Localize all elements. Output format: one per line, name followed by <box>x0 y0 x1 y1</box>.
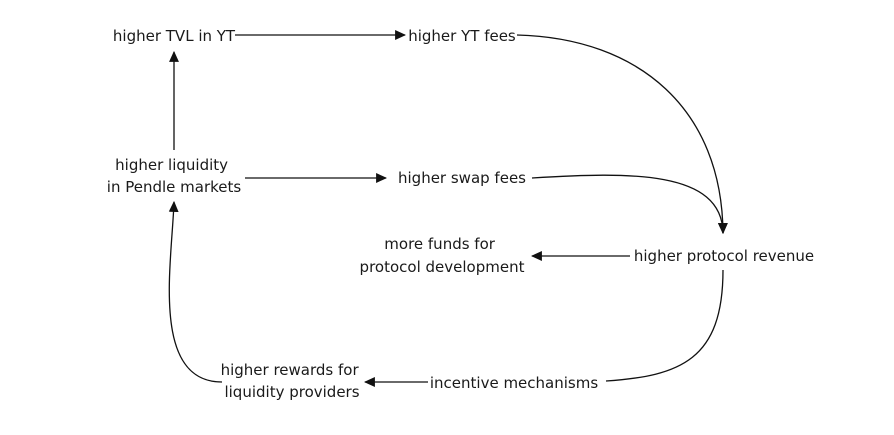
node-more-funds: more funds for protocol development <box>360 235 525 276</box>
node-higher-rewards: higher rewards for liquidity providers <box>221 361 364 401</box>
node-higher-yt-fees: higher YT fees <box>408 27 516 45</box>
node-higher-protocol-revenue: higher protocol revenue <box>634 247 814 265</box>
edge-rewards-to-liquidity <box>168 200 223 383</box>
edge-swap-fees-to-revenue <box>531 174 728 235</box>
node-higher-swap-fees: higher swap fees <box>398 169 526 187</box>
node-higher-liquidity: higher liquidity in Pendle markets <box>107 156 242 196</box>
edge-yt-fees-to-revenue <box>516 34 728 235</box>
node-incentive-mechanisms: incentive mechanisms <box>430 374 598 392</box>
node-higher-tvl-in-yt: higher TVL in YT <box>113 27 236 45</box>
edge-revenue-to-incentives <box>605 269 724 382</box>
